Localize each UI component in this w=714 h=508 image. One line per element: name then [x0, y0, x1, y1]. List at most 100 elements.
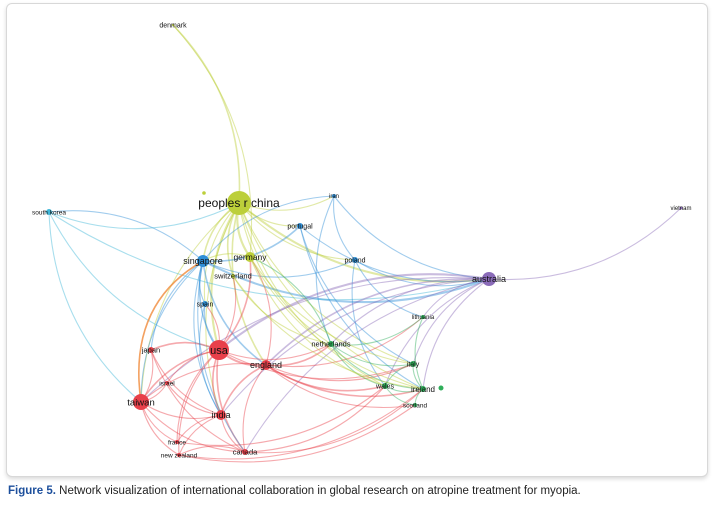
- edge-taiwan-india: [140, 401, 222, 420]
- node-label-canada: canada: [233, 448, 258, 457]
- edge-germany-ireland: [249, 256, 424, 390]
- edge-china-india: [205, 202, 240, 416]
- edge-australia-england: [265, 277, 490, 366]
- edge-australia-taiwan: [140, 276, 490, 403]
- edge-newzealand-ireland: [178, 388, 424, 460]
- node-newzealand: [177, 453, 181, 457]
- node-label-portugal: portugal: [287, 223, 313, 230]
- node-label-lithuania: lithuania: [412, 315, 435, 321]
- edge-australia-italy: [412, 278, 490, 365]
- edge-wales-scotland: [384, 385, 416, 406]
- node-label-india: india: [211, 410, 230, 420]
- edge-netherlands-germany: [249, 256, 332, 345]
- edge-japan-india: [150, 349, 222, 416]
- edge-singapore-taiwan: [140, 260, 204, 403]
- edge-china-usa: [210, 202, 240, 351]
- node-label-france: france: [168, 439, 186, 446]
- edge-canada-newzealand: [178, 445, 246, 456]
- node-wales: [382, 383, 388, 389]
- edge-iran-singapore: [202, 195, 335, 262]
- edge-england-scotland: [265, 364, 416, 408]
- edge-england-canada: [242, 364, 267, 453]
- edge-netherlands-wales: [330, 343, 386, 387]
- edge-taiwan-newzealand: [140, 401, 180, 456]
- edge-france-wales: [176, 385, 386, 446]
- edge-japan-canada: [150, 349, 246, 453]
- node-label-netherlands: netherlands: [311, 340, 350, 349]
- edge-england-lithuania: [265, 316, 424, 368]
- edge-portugal-australia: [299, 225, 490, 283]
- node-label-italy: italy: [407, 361, 420, 368]
- node-switzerland: [231, 274, 235, 278]
- edge-singapore-southkorea: [48, 210, 204, 262]
- node-label-denmark: denmark: [159, 22, 187, 29]
- edge-china-australia: [238, 202, 490, 283]
- node-china: [227, 191, 251, 215]
- node-usa: [209, 340, 229, 360]
- node-label-taiwan: taiwan: [127, 397, 154, 408]
- edge-australia-canada: [244, 278, 490, 453]
- minor-node: [202, 191, 206, 195]
- node-iran: [332, 194, 336, 198]
- edge-australia-lithuania: [422, 278, 490, 318]
- node-label-usa: usa: [210, 345, 229, 357]
- edge-southkorea-usa: [48, 211, 220, 351]
- edge-singapore-taiwan-orange: [138, 260, 204, 403]
- node-label-germany: germany: [233, 252, 267, 262]
- edge-england-wales: [265, 364, 386, 392]
- node-australia: [482, 272, 496, 286]
- edge-spain-india: [198, 303, 222, 416]
- edge-australia-wales: [384, 278, 490, 387]
- edge-england-ireland: [265, 364, 424, 398]
- edge-taiwan-canada: [140, 401, 246, 453]
- node-denmark: [172, 24, 174, 26]
- node-label-vietnam: vietnam: [670, 206, 691, 212]
- edge-china-spain: [203, 202, 240, 305]
- edge-netherlands-lithuania: [330, 316, 424, 346]
- edge-england-netherlands: [265, 343, 332, 367]
- caption-text: Network visualization of international c…: [55, 485, 581, 497]
- node-england: [261, 360, 271, 370]
- node-scotland: [413, 403, 417, 407]
- edge-china-poland: [238, 202, 356, 261]
- edge-singapore-england: [202, 260, 267, 366]
- node-israel: [165, 381, 169, 385]
- edge-canada-ireland: [244, 388, 424, 454]
- edge-southkorea-china: [48, 202, 240, 230]
- node-label-wales: wales: [375, 383, 394, 390]
- edge-usa-canada: [216, 349, 246, 453]
- edge-australia-india: [220, 278, 490, 416]
- node-label-japan: japan: [141, 346, 160, 355]
- caption-label: Figure 5.: [8, 485, 56, 497]
- node-label-ireland: ireland: [411, 385, 435, 394]
- edge-england-taiwan: [140, 362, 267, 403]
- node-vietnam: [679, 206, 683, 210]
- node-taiwan: [133, 394, 149, 410]
- node-label-southkorea: south korea: [32, 209, 66, 216]
- node-label-newzealand: new zealand: [161, 452, 198, 459]
- minor-node: [438, 385, 444, 391]
- edge-switzerland-netherlands: [232, 275, 332, 345]
- node-netherlands: [328, 341, 334, 347]
- edge-usa-taiwan: [140, 349, 220, 403]
- node-poland: [352, 257, 358, 263]
- node-label-scotland: scotland: [403, 402, 428, 409]
- edge-wales-ireland: [384, 385, 424, 393]
- node-label-poland: poland: [344, 257, 365, 264]
- node-label-switzerland: switzerland: [214, 272, 252, 281]
- node-label-england: england: [250, 360, 282, 370]
- edge-newzealand-scotland: [178, 404, 416, 463]
- edge-southkorea-australia: [48, 211, 490, 301]
- edge-australia-netherlands: [330, 278, 490, 345]
- edge-china-netherlands: [238, 202, 332, 345]
- edge-iran-australia: [333, 195, 490, 280]
- edge-israel-india: [166, 382, 222, 416]
- edge-australia-ireland: [422, 278, 490, 390]
- edge-singapore-portugal: [202, 225, 301, 263]
- edge-usa-france: [176, 349, 220, 443]
- edge-australia-vietnam: [488, 207, 682, 281]
- node-canada: [242, 449, 248, 455]
